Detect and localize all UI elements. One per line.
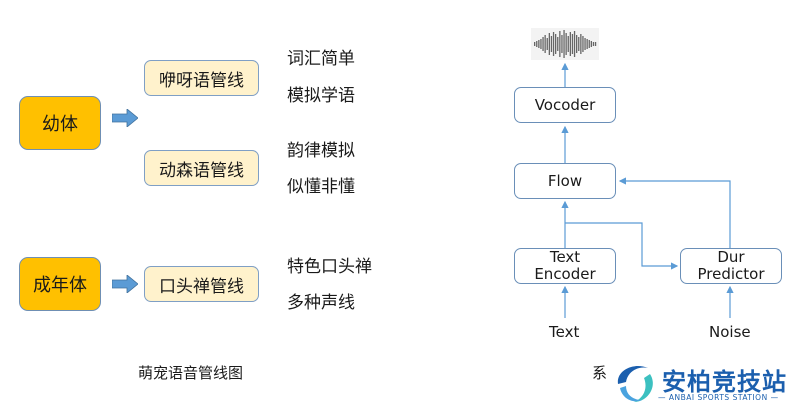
waveform-bar	[578, 37, 580, 51]
waveform-bar	[555, 34, 557, 54]
node-dur-predictor: Dur Predictor	[680, 248, 782, 284]
waveform-bar	[550, 36, 553, 52]
waveform-bar	[546, 38, 548, 50]
pipeline-note: 词汇简单	[287, 49, 355, 69]
node-label: Encoder	[534, 265, 596, 283]
node-label: Vocoder	[534, 95, 596, 114]
waveform-bar	[576, 35, 578, 53]
input-noise-label: Noise	[709, 323, 751, 341]
stage-adult: 成年体	[19, 257, 101, 311]
pipeline-note: 模拟学语	[287, 86, 355, 106]
pipeline-babble: 咿呀语管线	[144, 60, 259, 96]
waveform-bar	[567, 36, 569, 52]
waveform-icon	[531, 28, 599, 60]
waveform-bar	[586, 39, 588, 49]
waveform-bar	[557, 37, 559, 51]
pipeline-note: 多种声线	[287, 293, 355, 313]
pipeline-label: 动森语管线	[159, 160, 244, 181]
logo-swirl-icon	[617, 365, 653, 402]
block-arrow-icon	[112, 275, 138, 293]
pipeline-catchphrase: 口头禅管线	[144, 266, 259, 302]
waveform-bar	[563, 30, 565, 58]
right-diagram-caption: 系	[592, 364, 608, 382]
waveform-bar	[580, 34, 582, 54]
node-label: Predictor	[697, 265, 765, 283]
stage-label: 成年体	[33, 275, 87, 296]
node-label: Flow	[547, 171, 583, 190]
waveform-bar	[534, 42, 536, 46]
waveform-bar	[569, 32, 571, 56]
pipeline-label: 咿呀语管线	[159, 70, 244, 91]
waveform-bar	[540, 39, 542, 49]
pipeline-note: 似懂非懂	[287, 177, 355, 197]
stage-juvenile: 幼体	[19, 96, 101, 150]
node-label: Text	[549, 248, 581, 266]
arrow-dur-to-flow	[618, 177, 731, 249]
waveform-bar	[548, 33, 550, 55]
arrow-encoder-to-dur	[565, 222, 679, 270]
waveform-bar	[561, 35, 563, 53]
waveform-bar	[538, 40, 540, 48]
waveform-bar	[559, 31, 561, 57]
stage-label: 幼体	[42, 114, 78, 135]
pipeline-animal-crossing: 动森语管线	[144, 150, 259, 186]
pipeline-note: 韵律模拟	[287, 141, 355, 161]
logo-title: 安柏竞技站	[662, 368, 787, 396]
left-diagram-caption: 萌宠语音管线图	[138, 364, 244, 382]
input-text-label: Text	[549, 323, 580, 341]
node-label: Dur	[717, 248, 745, 266]
waveform-bar	[573, 31, 576, 57]
logo-subtitle: — ANBAI SPORTS STATION —	[658, 393, 779, 402]
waveform-bar	[594, 42, 597, 46]
waveform-bar	[565, 33, 567, 55]
waveform-bar	[590, 41, 592, 47]
waveform-bar	[571, 34, 574, 54]
waveform-bar	[542, 37, 544, 51]
waveform-bar	[552, 32, 555, 56]
waveform-bar	[536, 41, 538, 47]
waveform-bar	[544, 35, 546, 53]
waveform-bar	[582, 36, 584, 52]
waveform-bar	[592, 42, 595, 46]
pipeline-label: 口头禅管线	[159, 276, 244, 297]
watermark-logo: 安柏竞技站 — ANBAI SPORTS STATION —	[612, 360, 792, 406]
waveform-bar	[584, 38, 586, 50]
node-flow: Flow	[514, 163, 616, 199]
block-arrow-icon	[112, 109, 138, 127]
waveform-bar	[588, 40, 590, 48]
node-text-encoder: Text Encoder	[514, 248, 616, 284]
node-vocoder: Vocoder	[514, 87, 616, 123]
pipeline-note: 特色口头禅	[287, 257, 372, 277]
